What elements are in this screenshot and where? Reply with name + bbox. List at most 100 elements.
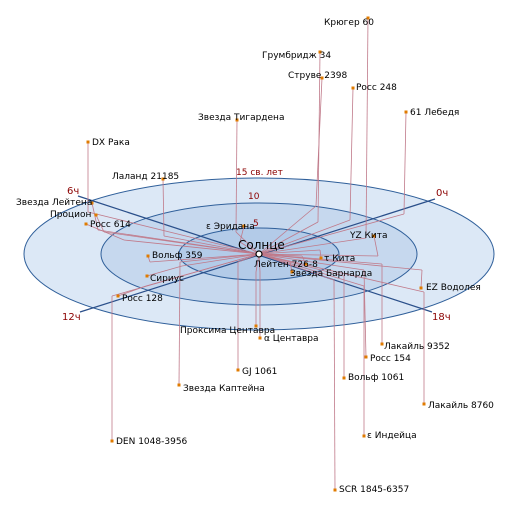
star-20-label: Проксима Центавра [180, 326, 275, 336]
star-30-label: SCR 1845-6357 [339, 485, 409, 495]
star-19-label: EZ Водолея [426, 283, 481, 293]
star-9-drop-line [95, 214, 105, 233]
star-28-radial-line [258, 253, 365, 287]
star-16-marker [372, 234, 376, 238]
sun-marker [255, 250, 263, 258]
star-7-drop-line [162, 178, 165, 237]
star-4-radial-line [258, 213, 405, 255]
star-19-radial-line [258, 253, 423, 271]
hour-label-0h: 0ч [436, 188, 448, 199]
star-11-marker [242, 224, 246, 228]
star-21-label: α Центавра [264, 334, 319, 344]
star-16-label: YZ Кита [349, 231, 388, 241]
star-5-drop-line [235, 119, 238, 233]
star-23-radial-line [258, 253, 365, 271]
star-9-radial-line [103, 231, 260, 255]
star-16-radial-line [258, 253, 379, 257]
star-11-drop-line [239, 225, 245, 243]
star-12-label: Вольф 359 [152, 251, 203, 261]
star-26-label: Звезда Каптейна [183, 384, 265, 394]
star-0-label: Крюгер 60 [324, 18, 374, 28]
star-10-radial-line [123, 239, 260, 255]
star-5-radial-line [235, 231, 260, 255]
star-2-radial-line [258, 205, 317, 255]
star-18-label: Звезда Барнарда [290, 269, 372, 279]
sun-label: Солнце [238, 238, 285, 252]
star-17-label: Лейтен 726-8 [254, 260, 318, 270]
star-6-radial-line [87, 211, 260, 255]
star-25-marker [342, 376, 346, 380]
star-3-label: Росс 248 [356, 83, 397, 93]
star-27-marker [422, 402, 426, 406]
star-7-marker [161, 177, 165, 181]
star-11-label: ε Эридана [206, 222, 255, 232]
star-6-marker [86, 140, 90, 144]
star-14-marker [116, 294, 120, 298]
star-13-radial-line [181, 253, 260, 267]
star-25-label: Вольф 1061 [348, 373, 404, 383]
star-12-radial-line [149, 253, 260, 263]
ring-label-15: 15 св. лет [236, 168, 283, 178]
star-15-radial-line [258, 249, 321, 255]
drop-lines [85, 17, 425, 491]
star-5-marker [235, 118, 239, 122]
star-1-radial-line [258, 221, 319, 255]
star-5-label: Звезда Тигардена [198, 113, 284, 123]
star-0-drop-line [365, 17, 369, 239]
star-4-drop-line [403, 111, 407, 215]
star-16-drop-line [373, 235, 379, 257]
star-8-label: Звезда Лейтена [16, 198, 92, 208]
star-17-marker [304, 262, 308, 266]
star-2-marker [320, 76, 324, 80]
star-30-marker [333, 488, 337, 492]
star-23-label: Росс 154 [370, 354, 411, 364]
star-14-label: Росс 128 [122, 294, 163, 304]
star-10-drop-line [85, 223, 125, 241]
star-1-label: Грумбридж 34 [262, 51, 331, 61]
star-24-label: GJ 1061 [242, 367, 277, 377]
star-29-marker [110, 439, 114, 443]
star-15-label: τ Кита [324, 254, 355, 264]
star-11-radial-line [239, 241, 260, 255]
star-30-drop-line [333, 279, 336, 491]
star-3-drop-line [349, 87, 354, 221]
star-30-radial-line [258, 253, 335, 281]
star-28-label: ε Индейца [367, 431, 417, 441]
star-22-label: Лакайль 9352 [384, 342, 450, 352]
star-20-marker [254, 324, 258, 328]
star-19-drop-line [420, 269, 423, 289]
star-0-marker [366, 16, 370, 20]
star-24-marker [236, 368, 240, 372]
star-28-marker [362, 434, 366, 438]
star-29-label: DEN 1048-3956 [116, 437, 188, 447]
star-18-marker [290, 270, 294, 274]
star-3-radial-line [258, 219, 351, 255]
star-3-marker [351, 86, 355, 90]
star-29-radial-line [111, 253, 260, 297]
star-26-radial-line [179, 253, 260, 263]
star-13-marker [145, 274, 149, 278]
star-7-label: Лаланд 21185 [112, 172, 179, 182]
star-2-label: Струве 2398 [288, 71, 347, 81]
star-6-label: DX Рака [92, 138, 130, 148]
star-9-label: Процион [50, 210, 91, 220]
star-10-marker [84, 222, 88, 226]
star-markers [84, 16, 426, 492]
star-4-label: 61 Лебедя [410, 108, 459, 118]
star-26-marker [177, 383, 181, 387]
hour-label-18h: 18ч [432, 312, 451, 323]
star-27-label: Лакайль 8760 [428, 401, 494, 411]
ring-label-5: 5 [253, 219, 259, 229]
star-26-drop-line [178, 261, 181, 386]
star-23-drop-line [363, 269, 367, 358]
star-21-marker [258, 336, 262, 340]
star-22-marker [380, 342, 384, 346]
star-23-marker [364, 355, 368, 359]
star-13-label: Сириус [150, 274, 184, 284]
ring-label-10: 10 [248, 192, 260, 202]
star-15-marker [319, 256, 323, 260]
star-4-marker [404, 110, 408, 114]
star-9-marker [94, 213, 98, 217]
